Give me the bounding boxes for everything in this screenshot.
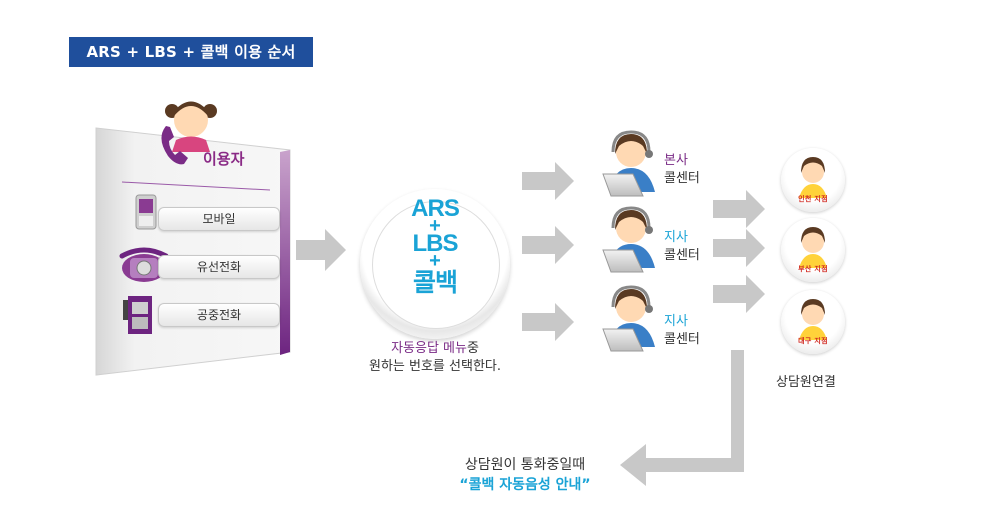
ars-plus-1: + <box>429 215 441 237</box>
lbs-text: LBS <box>412 230 459 257</box>
call-center-branch2-region: 지사 <box>664 314 688 329</box>
counselor-icon <box>799 227 827 268</box>
user-panel <box>95 127 291 376</box>
branch-busan-label: 부산 지점 <box>798 265 828 273</box>
ars-inner-circle <box>372 201 500 329</box>
ars-menu-caption: 자동응답 메뉴중 원하는 번호를 선택한다. <box>350 340 520 376</box>
branch-busan-circle: 부산 지점 <box>781 218 845 282</box>
agent-branch2-icon <box>602 285 655 352</box>
phone-handset-icon <box>161 126 188 165</box>
ars-menu-rest: 중 <box>466 341 479 356</box>
arrow-to-busan <box>713 229 765 267</box>
flow-arrows <box>296 162 765 486</box>
busy-line2: “콜백 자동음성 안내” <box>459 477 591 493</box>
landline-phone-icon <box>119 247 169 282</box>
arrow-to-daegu <box>713 275 765 313</box>
call-center-branch2: 지사 콜센터 <box>664 313 700 349</box>
call-center-branch1-name: 콜센터 <box>664 248 700 263</box>
agent-hq-icon <box>602 130 655 197</box>
arrow-to-ars <box>296 229 346 271</box>
device-payphone-label: 공중전화 <box>158 303 280 327</box>
call-center-branch2-name: 콜센터 <box>664 332 700 347</box>
device-mobile-label: 모바일 <box>158 207 280 231</box>
call-center-hq: 본사 콜센터 <box>664 152 700 188</box>
call-center-branch1: 지사 콜센터 <box>664 229 700 265</box>
call-center-hq-name: 콜센터 <box>664 171 700 186</box>
branch-daegu-circle: 대구 지점 <box>781 290 845 354</box>
arrow-to-branch1 <box>522 226 574 264</box>
busy-line1: 상담원이 통화중일때 <box>464 457 586 473</box>
branch-incheon-circle: 인천 지점 <box>781 148 845 212</box>
branch-daegu-label: 대구 지점 <box>798 337 828 345</box>
counselor-icon <box>799 157 827 198</box>
call-center-hq-region: 본사 <box>664 153 688 168</box>
ars-menu-line2: 원하는 번호를 선택한다. <box>369 359 501 374</box>
ars-text: ARS <box>411 195 460 222</box>
arrow-to-branch2 <box>522 303 574 341</box>
device-landline-label: 유선전화 <box>158 255 280 279</box>
arrow-to-incheon <box>713 190 765 228</box>
ars-service-stack: ARS + LBS + 콜백 <box>372 195 498 298</box>
ars-plus-2: + <box>429 250 441 272</box>
branch-incheon-label: 인천 지점 <box>798 195 828 203</box>
user-label: 이용자 <box>203 150 245 168</box>
mobile-phone-icon <box>135 194 157 230</box>
user-girl-icon <box>165 101 217 152</box>
arrow-busy-return <box>620 350 744 486</box>
arrow-to-hq <box>522 162 574 200</box>
ars-menu-highlight: 자동응답 메뉴 <box>391 341 467 356</box>
public-phone-icon <box>123 296 152 334</box>
agent-branch1-icon <box>602 206 655 273</box>
counselor-icon <box>799 299 827 340</box>
counselor-connect-caption: 상담원연결 <box>776 375 836 390</box>
callback-text: 콜백 <box>412 269 458 297</box>
call-center-branch1-region: 지사 <box>664 230 688 245</box>
busy-callback-caption: 상담원이 통화중일때 “콜백 자동음성 안내” <box>430 455 620 495</box>
page-title: ARS + LBS + 콜백 이용 순서 <box>69 37 313 67</box>
